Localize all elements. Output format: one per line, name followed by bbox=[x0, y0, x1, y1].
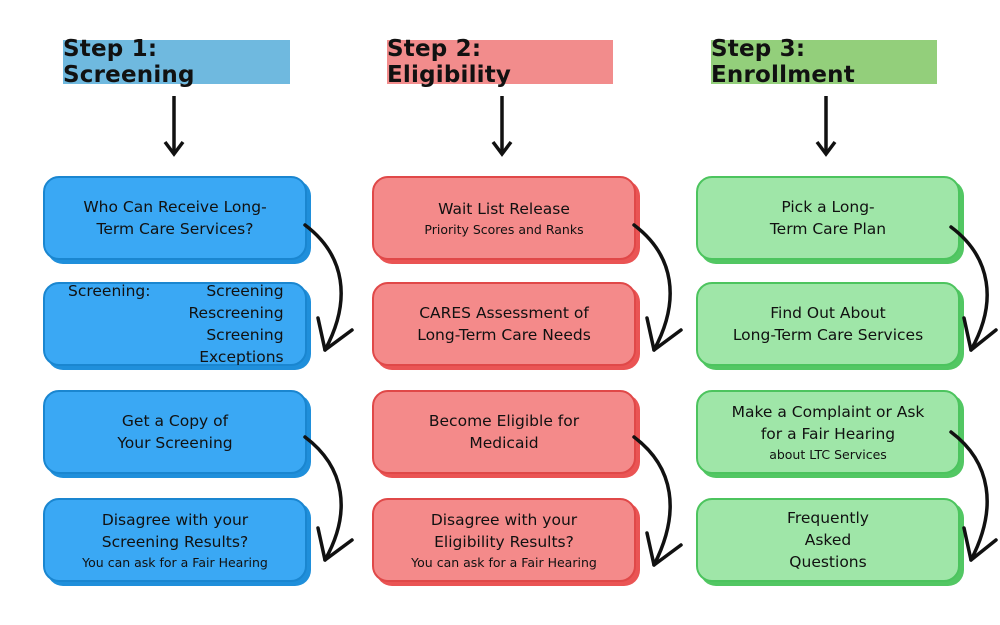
card-subtitle: Priority Scores and Ranks bbox=[424, 222, 584, 237]
card-title: Get a Copy of Your Screening bbox=[117, 412, 233, 452]
card-screening[interactable]: Screening: Screening Rescreening Screeni… bbox=[43, 282, 307, 366]
card-wait-list-release[interactable]: Wait List Release Priority Scores and Ra… bbox=[372, 176, 636, 260]
curved-arrow-icon bbox=[303, 223, 354, 352]
card-copy-screening[interactable]: Get a Copy of Your Screening bbox=[43, 390, 307, 474]
screening-list: Screening: Screening Rescreening Screeni… bbox=[68, 280, 284, 368]
down-arrow-icon bbox=[163, 96, 185, 157]
card-subtitle: You can ask for a Fair Hearing bbox=[82, 555, 268, 570]
curved-arrow-icon bbox=[949, 430, 998, 562]
curved-arrow-icon bbox=[632, 435, 683, 567]
screening-label: Screening: bbox=[68, 282, 151, 300]
card-subtitle: You can ask for a Fair Hearing bbox=[411, 555, 597, 570]
step2-header[interactable]: Step 2: Eligibility bbox=[387, 36, 613, 88]
down-arrow-icon bbox=[491, 96, 513, 157]
card-complaint-hearing[interactable]: Make a Complaint or Ask for a Fair Heari… bbox=[696, 390, 960, 474]
card-title: Pick a Long- Term Care Plan bbox=[769, 198, 887, 238]
card-title: Who Can Receive Long- Term Care Services… bbox=[83, 198, 267, 238]
step3-header[interactable]: Step 3: Enrollment bbox=[711, 36, 937, 88]
card-cares-assessment[interactable]: CARES Assessment of Long-Term Care Needs bbox=[372, 282, 636, 366]
card-title: Become Eligible for Medicaid bbox=[428, 412, 580, 452]
card-disagree-screening[interactable]: Disagree with your Screening Results? Yo… bbox=[43, 498, 307, 582]
card-become-eligible[interactable]: Become Eligible for Medicaid bbox=[372, 390, 636, 474]
card-title: Frequently Asked Questions bbox=[787, 509, 869, 571]
card-title: Wait List Release bbox=[438, 200, 570, 218]
curved-arrow-icon bbox=[303, 435, 354, 562]
card-find-services[interactable]: Find Out About Long-Term Care Services bbox=[696, 282, 960, 366]
card-disagree-eligibility[interactable]: Disagree with your Eligibility Results? … bbox=[372, 498, 636, 582]
card-title: CARES Assessment of Long-Term Care Needs bbox=[417, 304, 591, 344]
card-title: Make a Complaint or Ask for a Fair Heari… bbox=[731, 403, 925, 443]
card-title: Find Out About Long-Term Care Services bbox=[732, 304, 924, 344]
link-screening[interactable]: Screening bbox=[206, 282, 284, 300]
card-title: Disagree with your Screening Results? bbox=[101, 511, 249, 551]
step1-header[interactable]: Step 1: Screening bbox=[63, 36, 290, 88]
link-screening-exceptions[interactable]: Screening Exceptions bbox=[199, 326, 284, 366]
down-arrow-icon bbox=[815, 96, 837, 157]
card-subtitle: about LTC Services bbox=[769, 447, 887, 462]
card-pick-plan[interactable]: Pick a Long- Term Care Plan bbox=[696, 176, 960, 260]
link-rescreening[interactable]: Rescreening bbox=[188, 304, 284, 322]
curved-arrow-icon bbox=[632, 223, 683, 352]
card-faq[interactable]: Frequently Asked Questions bbox=[696, 498, 960, 582]
card-who-can-receive[interactable]: Who Can Receive Long- Term Care Services… bbox=[43, 176, 307, 260]
card-title: Disagree with your Eligibility Results? bbox=[430, 511, 578, 551]
curved-arrow-icon bbox=[949, 225, 998, 352]
